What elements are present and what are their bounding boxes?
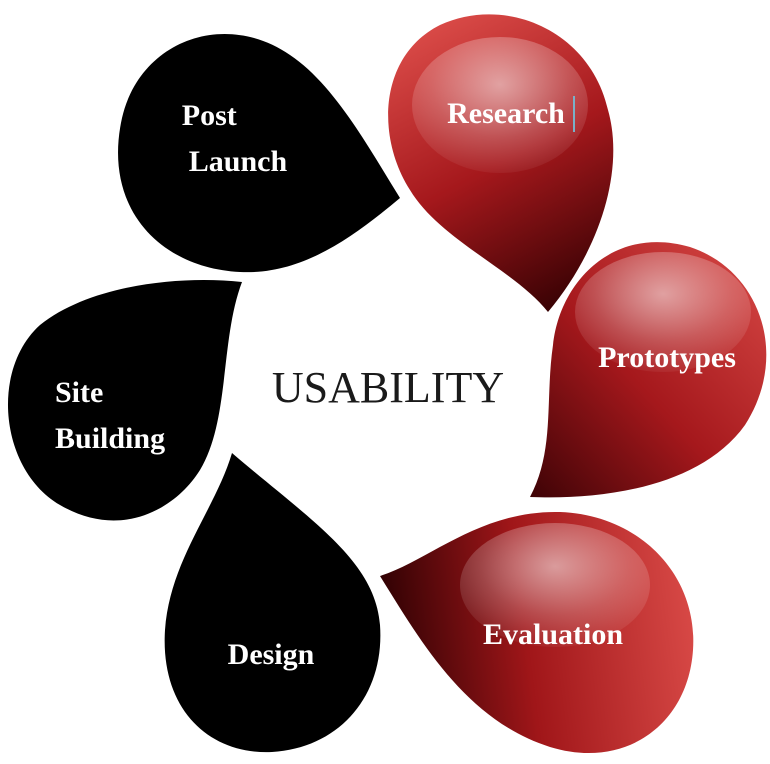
petal-research-label: Research: [447, 97, 565, 130]
petal-site-building: Site Building: [7, 279, 242, 521]
petal-post-launch-label: Post Launch: [182, 99, 288, 178]
petal-design-shape: [164, 453, 381, 753]
petal-site-building-label: Site Building: [55, 376, 165, 455]
petal-site-building-line-1: Site: [55, 376, 103, 409]
petal-research: Research: [388, 14, 614, 312]
petal-evaluation-label: Evaluation: [483, 618, 623, 651]
petal-post-launch-line-2: Launch: [189, 145, 288, 178]
petal-prototypes: Prototypes: [530, 242, 767, 498]
center-label: USABILITY: [272, 363, 504, 412]
petal-prototypes-label: Prototypes: [598, 341, 736, 374]
petal-site-building-line-2: Building: [55, 422, 165, 455]
petal-evaluation-gloss: [460, 523, 650, 647]
petal-design: Design: [164, 453, 381, 753]
petal-site-building-shape: [7, 279, 242, 521]
petal-research-gloss: [412, 37, 588, 173]
petal-post-launch: Post Launch: [118, 33, 400, 273]
petal-post-launch-shape: [118, 33, 400, 273]
petal-evaluation: Evaluation: [380, 511, 694, 754]
petal-design-label: Design: [228, 638, 315, 671]
petal-post-launch-line-1: Post: [182, 99, 237, 132]
petal-prototypes-gloss: [575, 252, 751, 372]
